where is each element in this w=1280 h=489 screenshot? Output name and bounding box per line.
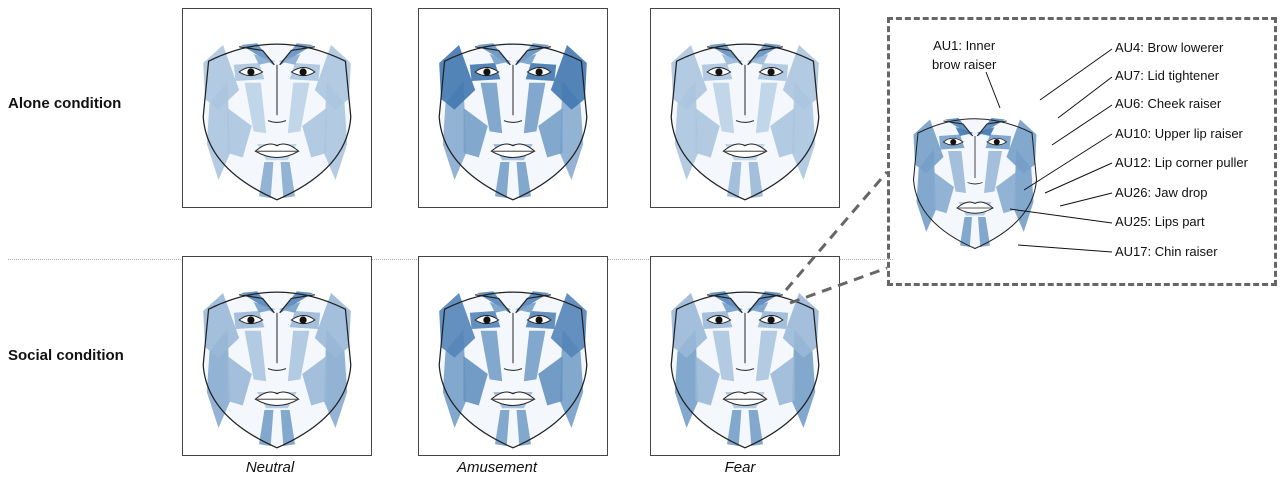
face-drawing bbox=[419, 257, 607, 455]
right-pupil bbox=[768, 68, 775, 75]
row-label-social: Social condition bbox=[8, 347, 124, 364]
face-drawing bbox=[419, 9, 607, 207]
column-label-amusement: Amusement bbox=[427, 459, 567, 476]
face-panel-alone-amusement bbox=[418, 8, 608, 208]
right-pupil bbox=[300, 68, 307, 75]
au26-label: AU26: Jaw drop bbox=[1115, 185, 1208, 200]
left-pupil bbox=[715, 68, 722, 75]
face-panel-alone-fear bbox=[650, 8, 840, 208]
left-pupil bbox=[483, 316, 490, 323]
au-legend-face bbox=[900, 82, 1050, 262]
column-label-neutral: Neutral bbox=[200, 459, 340, 476]
au4-label: AU4: Brow lowerer bbox=[1115, 40, 1223, 55]
au25-label: AU25: Lips part bbox=[1115, 214, 1205, 229]
left-pupil bbox=[483, 68, 490, 75]
face-drawing bbox=[651, 9, 839, 207]
face-drawing bbox=[183, 257, 371, 455]
face-drawing bbox=[900, 82, 1050, 262]
right-pupil bbox=[994, 139, 1000, 145]
au10-label: AU10: Upper lip raiser bbox=[1115, 126, 1243, 141]
face-panel-social-fear bbox=[650, 256, 840, 456]
face-panel-social-amusement bbox=[418, 256, 608, 456]
row-label-alone: Alone condition bbox=[8, 95, 121, 112]
face-panel-social-neutral bbox=[182, 256, 372, 456]
right-pupil bbox=[536, 68, 543, 75]
right-pupil bbox=[536, 316, 543, 323]
face-drawing bbox=[183, 9, 371, 207]
face-drawing bbox=[651, 257, 839, 455]
column-label-fear: Fear bbox=[670, 459, 810, 476]
left-pupil bbox=[247, 316, 254, 323]
au17-label: AU17: Chin raiser bbox=[1115, 244, 1218, 259]
au12-label: AU12: Lip corner puller bbox=[1115, 155, 1248, 170]
right-pupil bbox=[768, 316, 775, 323]
left-pupil bbox=[715, 316, 722, 323]
left-pupil bbox=[950, 139, 956, 145]
right-pupil bbox=[300, 316, 307, 323]
au7-label: AU7: Lid tightener bbox=[1115, 68, 1219, 83]
face-panel-alone-neutral bbox=[182, 8, 372, 208]
left-pupil bbox=[247, 68, 254, 75]
au6-label: AU6: Cheek raiser bbox=[1115, 96, 1221, 111]
au1-label: AU1: Inner brow raiser bbox=[932, 36, 996, 74]
